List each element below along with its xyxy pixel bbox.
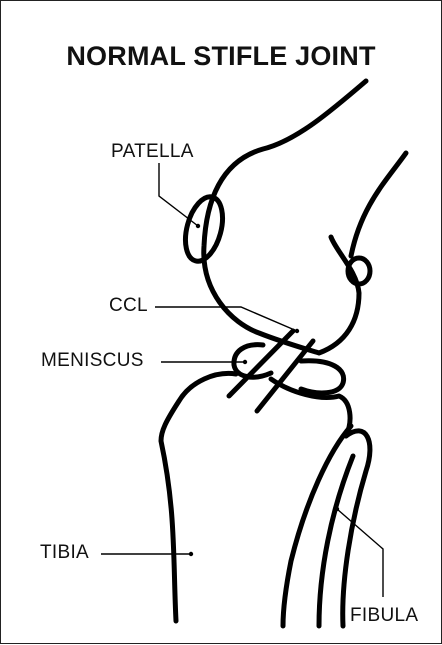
label-meniscus: MENISCUS — [41, 350, 144, 372]
label-ccl: CCL — [109, 295, 148, 317]
label-tibia: TIBIA — [40, 542, 89, 564]
femur-outline — [204, 81, 366, 353]
tibia-pointer-dot — [189, 552, 193, 556]
label-fibula: FIBULA — [350, 605, 418, 627]
fibula-outline — [343, 431, 370, 626]
label-patella: PATELLA — [111, 141, 194, 163]
meniscus-caudal — [301, 361, 344, 393]
fibula-pointer-dot — [335, 507, 339, 511]
tibia-outline — [161, 373, 236, 621]
ccl-pointer-dot — [295, 329, 299, 333]
femur-caudal-outline — [351, 153, 406, 256]
meniscus-pointer-dot — [243, 360, 247, 364]
patella-pointer-dot — [196, 224, 200, 228]
